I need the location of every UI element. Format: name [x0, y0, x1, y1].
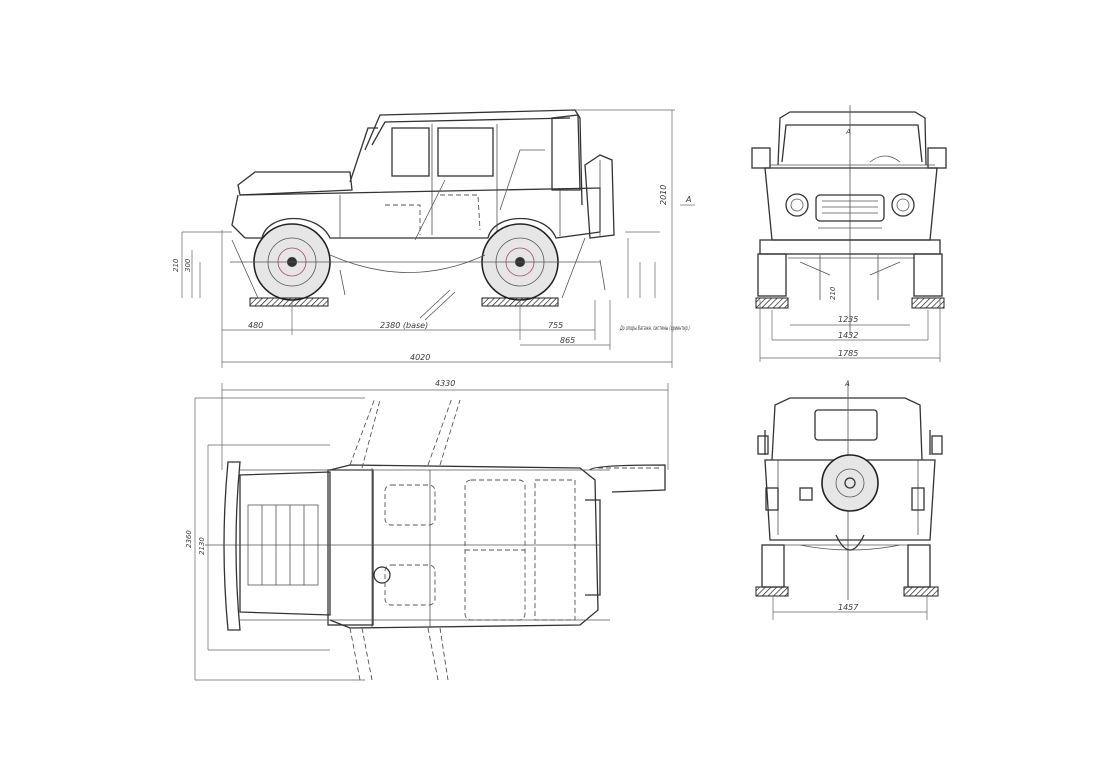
rear-spare-wheel: [821, 454, 879, 512]
dim-front-track: 1432: [838, 331, 858, 340]
dim-side-rear-overhang: 755: [548, 321, 563, 330]
dim-rear-track: 1457: [838, 603, 859, 612]
side-marker: A: [685, 195, 691, 204]
dim-front-ground: 210: [829, 286, 837, 300]
dim-top-width-inner: 2130: [198, 537, 206, 555]
dim-side-height: 2010: [659, 185, 668, 205]
dim-side-ground: 210: [172, 258, 180, 272]
dim-top-width-outer: 2360: [185, 530, 193, 548]
dim-front-track-inner: 1235: [838, 315, 858, 324]
side-view: [181, 109, 695, 368]
side-note: До опоры багажн. системы (ориентир.): [619, 324, 690, 332]
dim-side-front-overhang: 480: [248, 321, 263, 330]
dim-side-overall-length: 4020: [410, 353, 430, 362]
dim-side-low: 300: [184, 258, 192, 272]
front-height-marker: A: [845, 128, 851, 136]
rear-top-marker: A: [844, 380, 850, 388]
dim-side-rear-extra: 865: [560, 336, 575, 345]
dim-top-overall-length: 4330: [435, 379, 455, 388]
top-view: [194, 383, 669, 681]
rear-view: [755, 380, 943, 620]
front-view: [751, 105, 947, 362]
dim-side-wheelbase: 2380 (base): [380, 321, 428, 330]
dim-front-overall-width: 1785: [838, 349, 858, 358]
